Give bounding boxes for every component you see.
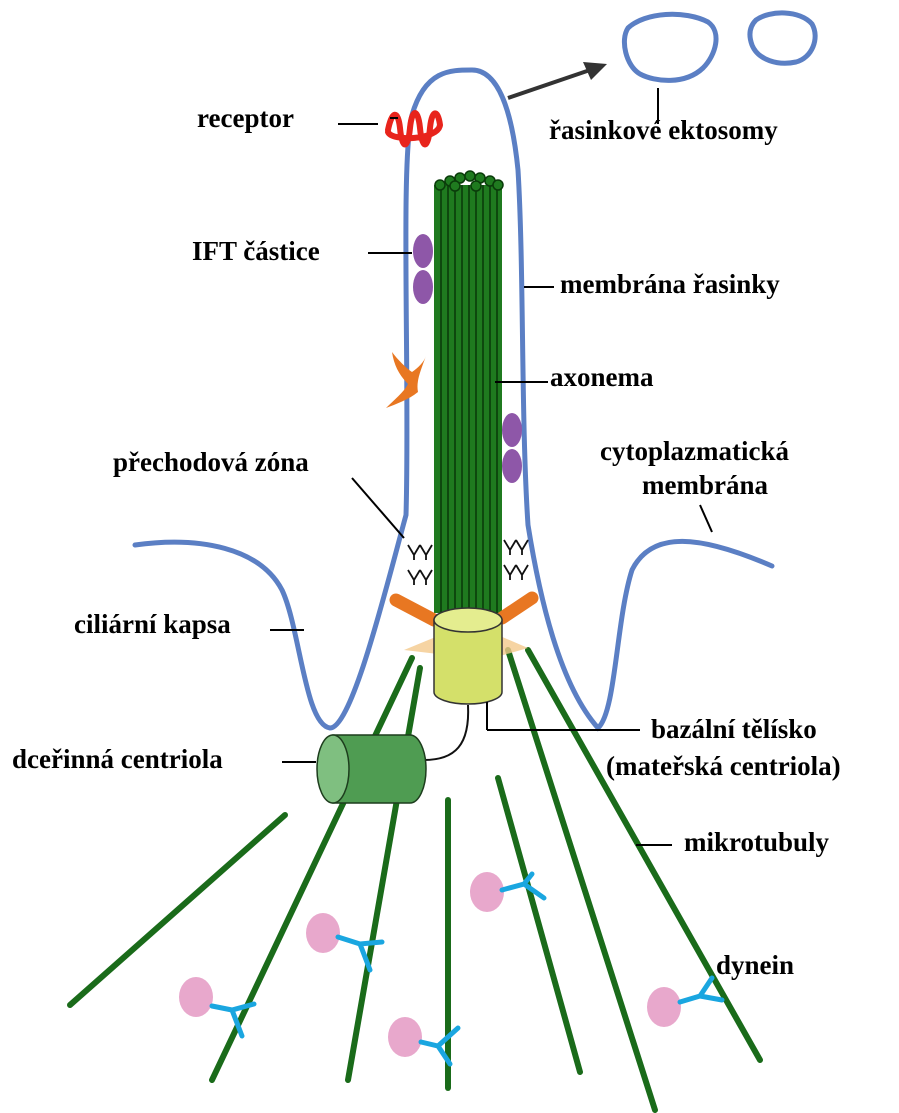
label-basal-body-2: (mateřská centriola) [606,751,841,781]
basal-body-skirt [500,636,528,656]
axoneme-bundle [434,185,502,613]
basal-body-skirt [404,636,438,654]
label-receptor: receptor [197,103,294,133]
microtubule [70,815,285,1005]
label-axoneme: axonema [550,362,654,392]
dynein-complex [647,978,722,1027]
label-cytoplasmic-membrane-1: cytoplazmatická [600,436,789,466]
label-cytoplasmic-membrane-2: membrána [642,470,768,500]
label-basal-body-1: bazální tělísko [651,714,817,744]
microtubule [498,778,580,1072]
ectosome [624,14,716,80]
label-microtubules: mikrotubuly [684,827,830,857]
ift-particle [413,234,433,268]
ectosome [750,13,815,63]
label-ectosomes: řasinkové ektosomy [549,115,778,145]
dynein-complex [179,977,254,1036]
label-cilium-membrane: membrána řasinky [560,269,780,299]
basal-body [434,608,502,704]
label-daughter-centriole: dceřinná centriola [12,744,223,774]
labels: receptor řasinkové ektosomy IFT částice … [12,103,841,980]
label-ift-particles: IFT částice [192,236,320,266]
ectosome-arrow [508,62,607,98]
ift-particle [413,270,433,304]
centriole-connector [424,705,468,760]
label-dynein: dynein [716,950,794,980]
axoneme [434,171,503,613]
daughter-centriole [317,735,426,803]
ift-particle [502,413,522,447]
ift-particle [502,449,522,483]
label-transition-zone: přechodová zóna [113,447,309,477]
label-ciliary-pocket: ciliární kapsa [74,609,231,639]
